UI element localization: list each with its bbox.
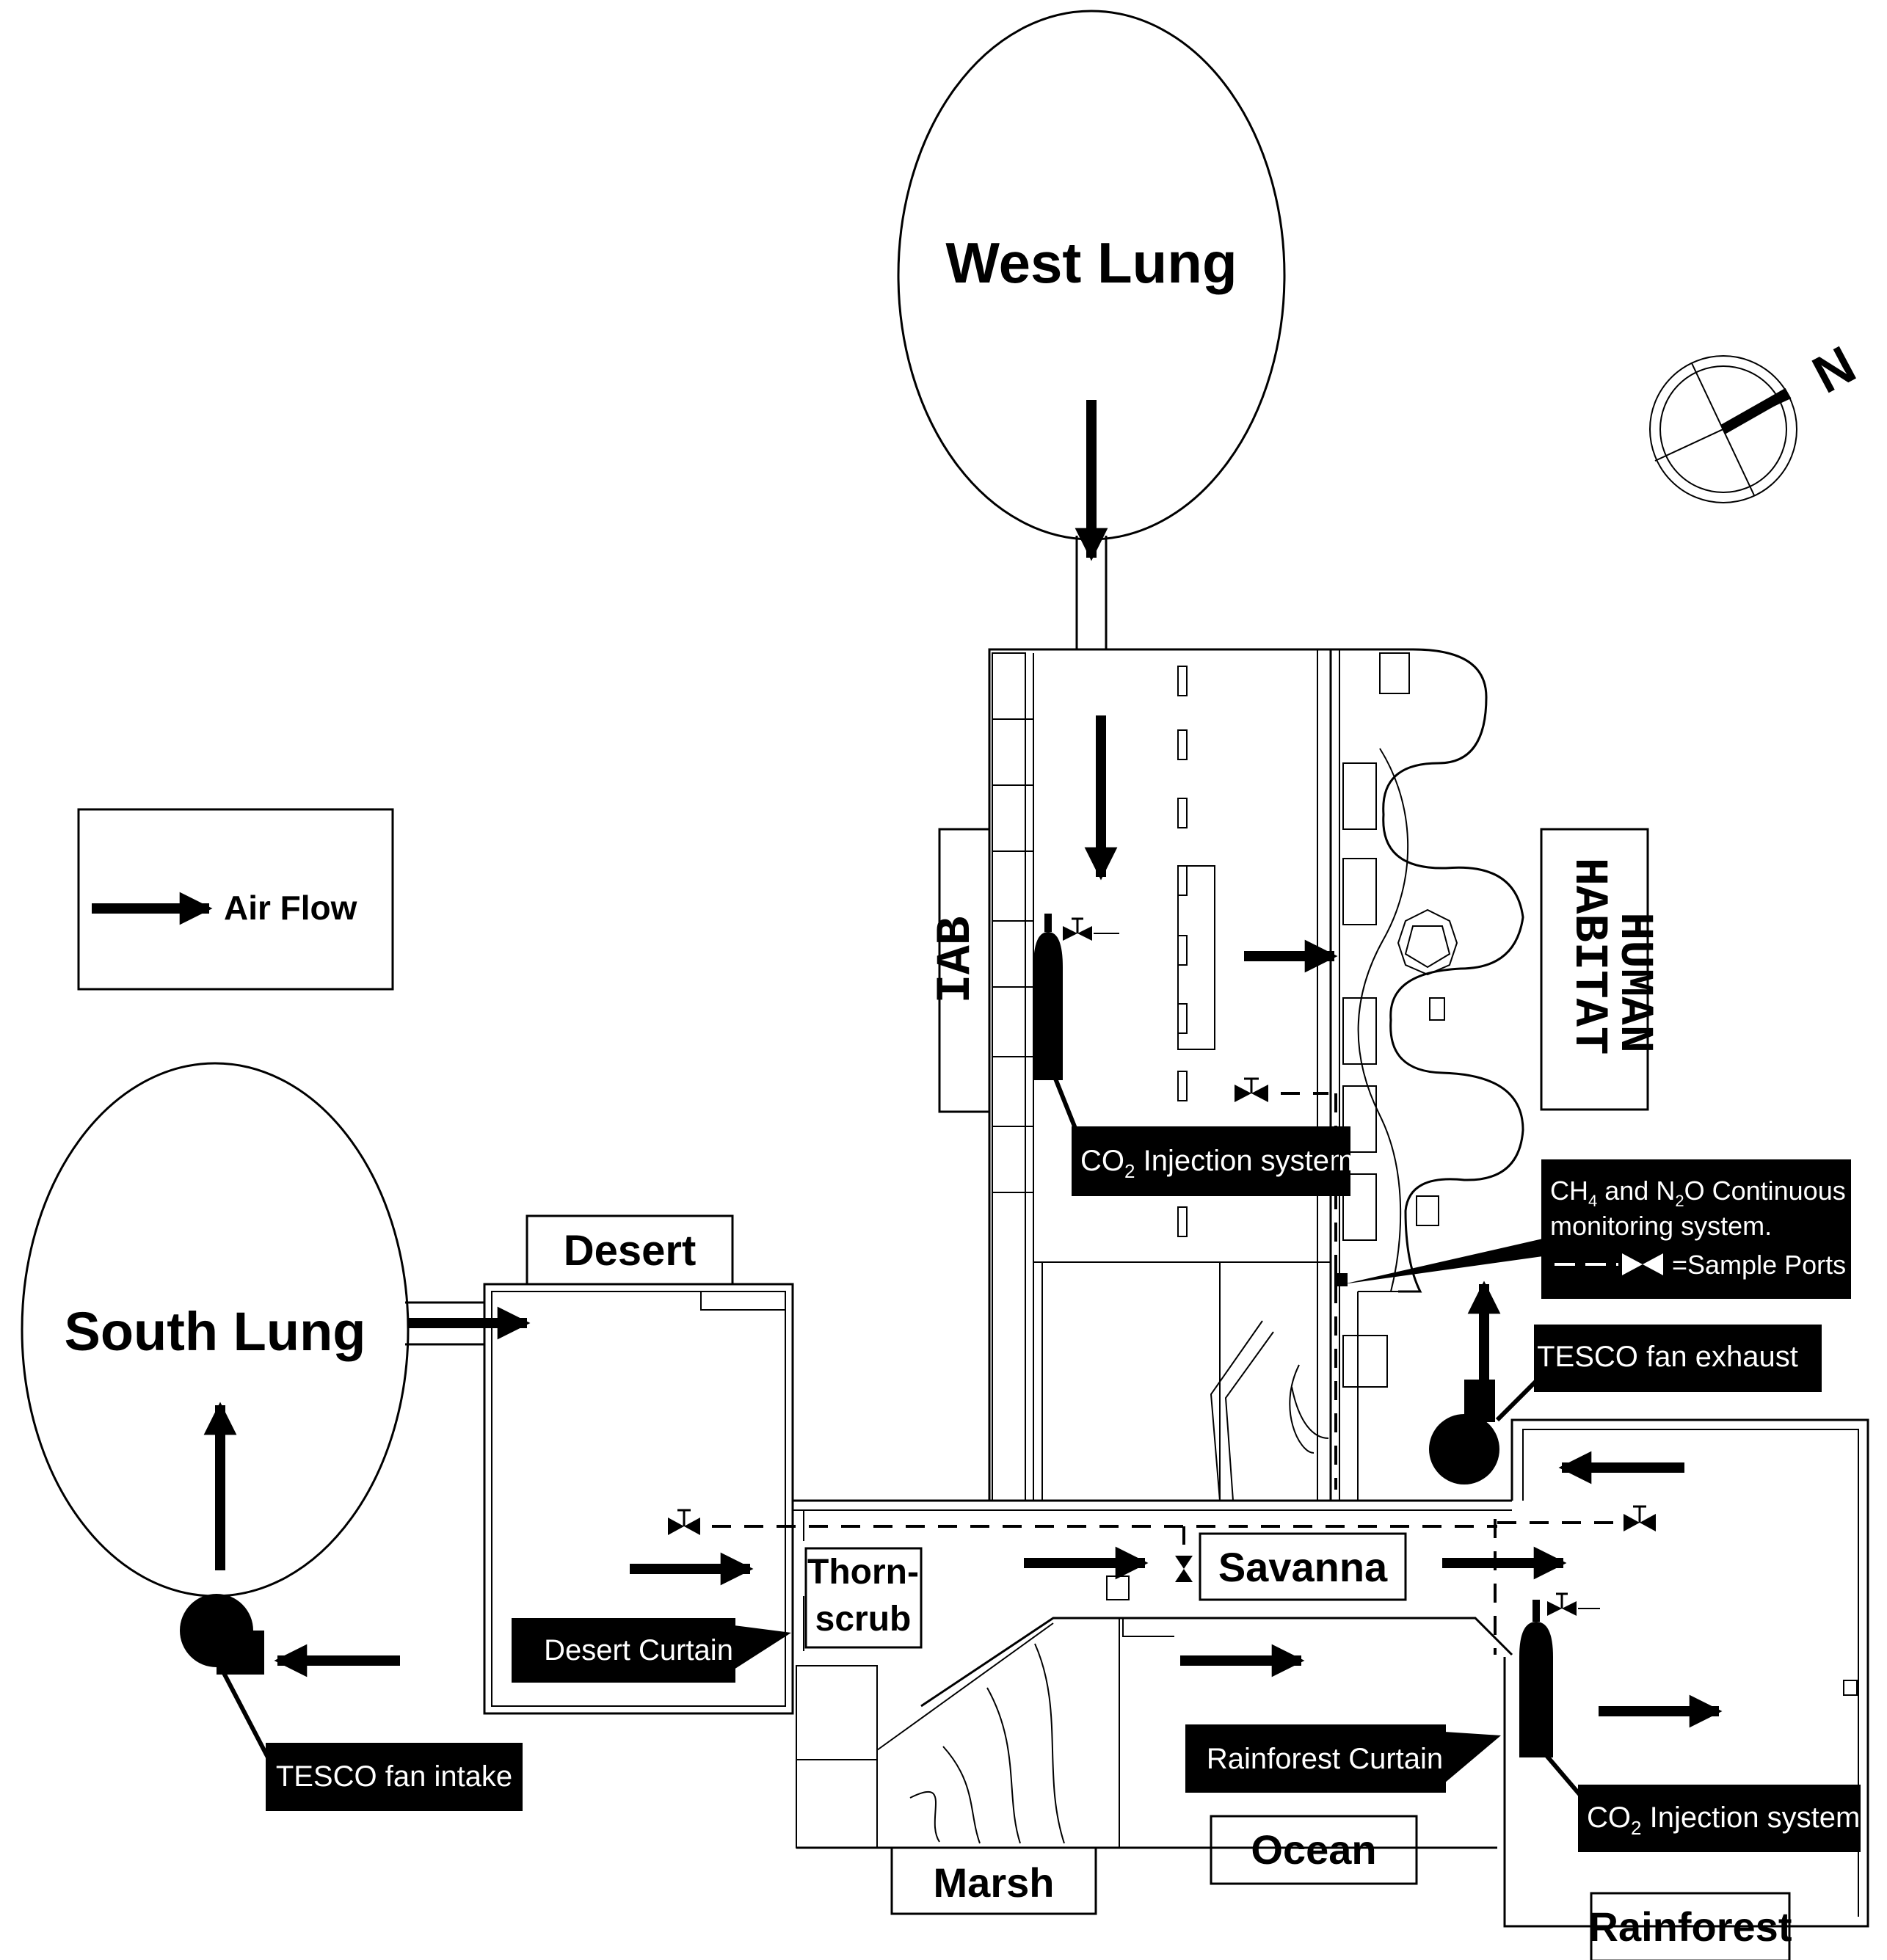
west-lung-label: West Lung bbox=[945, 230, 1237, 295]
intake-leader-line bbox=[222, 1672, 270, 1759]
tesco-fan-exhaust-text: TESCO fan exhaust bbox=[1537, 1341, 1798, 1373]
legend: Air Flow bbox=[77, 808, 394, 991]
co2-injection-rainforest-callout: CO2 Injection system bbox=[1578, 1785, 1861, 1852]
desert-curtain-callout: Desert Curtain bbox=[512, 1618, 791, 1683]
rainforest-label: Rainforest bbox=[1589, 1903, 1792, 1950]
savanna-biome: Savanna bbox=[920, 1532, 1513, 1708]
monitoring-station-icon bbox=[1334, 1273, 1348, 1286]
tesco-fan-intake-callout: TESCO fan intake bbox=[266, 1743, 523, 1811]
human-label: HUMAN bbox=[1607, 912, 1660, 1053]
sample-port-icon-co2-rainforest bbox=[1547, 1592, 1600, 1616]
iab-building: IAB bbox=[928, 648, 1332, 1502]
desert-curtain-text: Desert Curtain bbox=[544, 1634, 733, 1666]
legend-air-flow-label: Air Flow bbox=[224, 889, 357, 927]
thornscrub-label-2: scrub bbox=[815, 1600, 912, 1639]
sample-port-icon-iab bbox=[1235, 1077, 1268, 1102]
co2-tank-rainforest-icon bbox=[1519, 1600, 1553, 1757]
sample-port-icon-savanna bbox=[1175, 1556, 1193, 1582]
ch4-line3-text: =Sample Ports bbox=[1672, 1250, 1846, 1280]
co2-tank-iab-icon bbox=[1033, 914, 1063, 1080]
rainforest-curtain-callout: Rainforest Curtain bbox=[1185, 1724, 1501, 1793]
iab-label: IAB bbox=[928, 917, 984, 1004]
ocean-label: Ocean bbox=[1251, 1826, 1376, 1873]
rainforest-biome: Rainforest bbox=[1503, 1418, 1869, 1960]
ch4-monitoring-callout: CH4 and N2O Continuous monitoring system… bbox=[1343, 1159, 1851, 1299]
tesco-fan-exhaust-callout: TESCO fan exhaust bbox=[1534, 1325, 1822, 1392]
north-label: N bbox=[1803, 335, 1864, 405]
human-habitat: HUMAN HABITAT bbox=[1289, 648, 1660, 1501]
ch4-line1-text: CH4 and N2O Continuous bbox=[1550, 1176, 1846, 1210]
marsh-biome: Marsh bbox=[796, 1618, 1174, 1915]
desert-label: Desert bbox=[564, 1227, 697, 1275]
north-compass: N bbox=[1649, 335, 1865, 503]
co2-injection-iab-callout: CO2 Injection system bbox=[1072, 1126, 1353, 1196]
marsh-label: Marsh bbox=[934, 1859, 1055, 1906]
tesco-fan-intake-text: TESCO fan intake bbox=[276, 1760, 512, 1793]
ocean-biome: Ocean bbox=[1174, 1815, 1497, 1885]
sample-line bbox=[712, 1092, 1622, 1655]
savanna-label: Savanna bbox=[1218, 1544, 1388, 1590]
sample-port-icon-co2-iab bbox=[1063, 917, 1119, 941]
thornscrub-label-1: Thorn- bbox=[807, 1553, 919, 1592]
tesco-fan-exhaust-icon bbox=[1429, 1380, 1499, 1484]
habitat-label: HABITAT bbox=[1562, 858, 1615, 1055]
south-lung: South Lung bbox=[21, 1062, 484, 1597]
desert-biome: Desert bbox=[483, 1214, 794, 1715]
ch4-line2-text: monitoring system. bbox=[1550, 1211, 1772, 1241]
tesco-fan-intake-icon bbox=[180, 1594, 264, 1675]
co2-injection-rainforest-text: CO2 Injection system bbox=[1587, 1801, 1860, 1839]
sample-port-icon-rainforest bbox=[1624, 1505, 1656, 1531]
sample-port-legend-icon bbox=[1622, 1253, 1643, 1275]
south-lung-label: South Lung bbox=[65, 1301, 366, 1362]
co2-injection-iab-text: CO2 Injection system bbox=[1080, 1145, 1353, 1182]
thornscrub-biome: Thorn- scrub bbox=[804, 1547, 923, 1649]
sample-port-icon-desert bbox=[668, 1509, 700, 1535]
rainforest-curtain-text: Rainforest Curtain bbox=[1207, 1743, 1443, 1775]
